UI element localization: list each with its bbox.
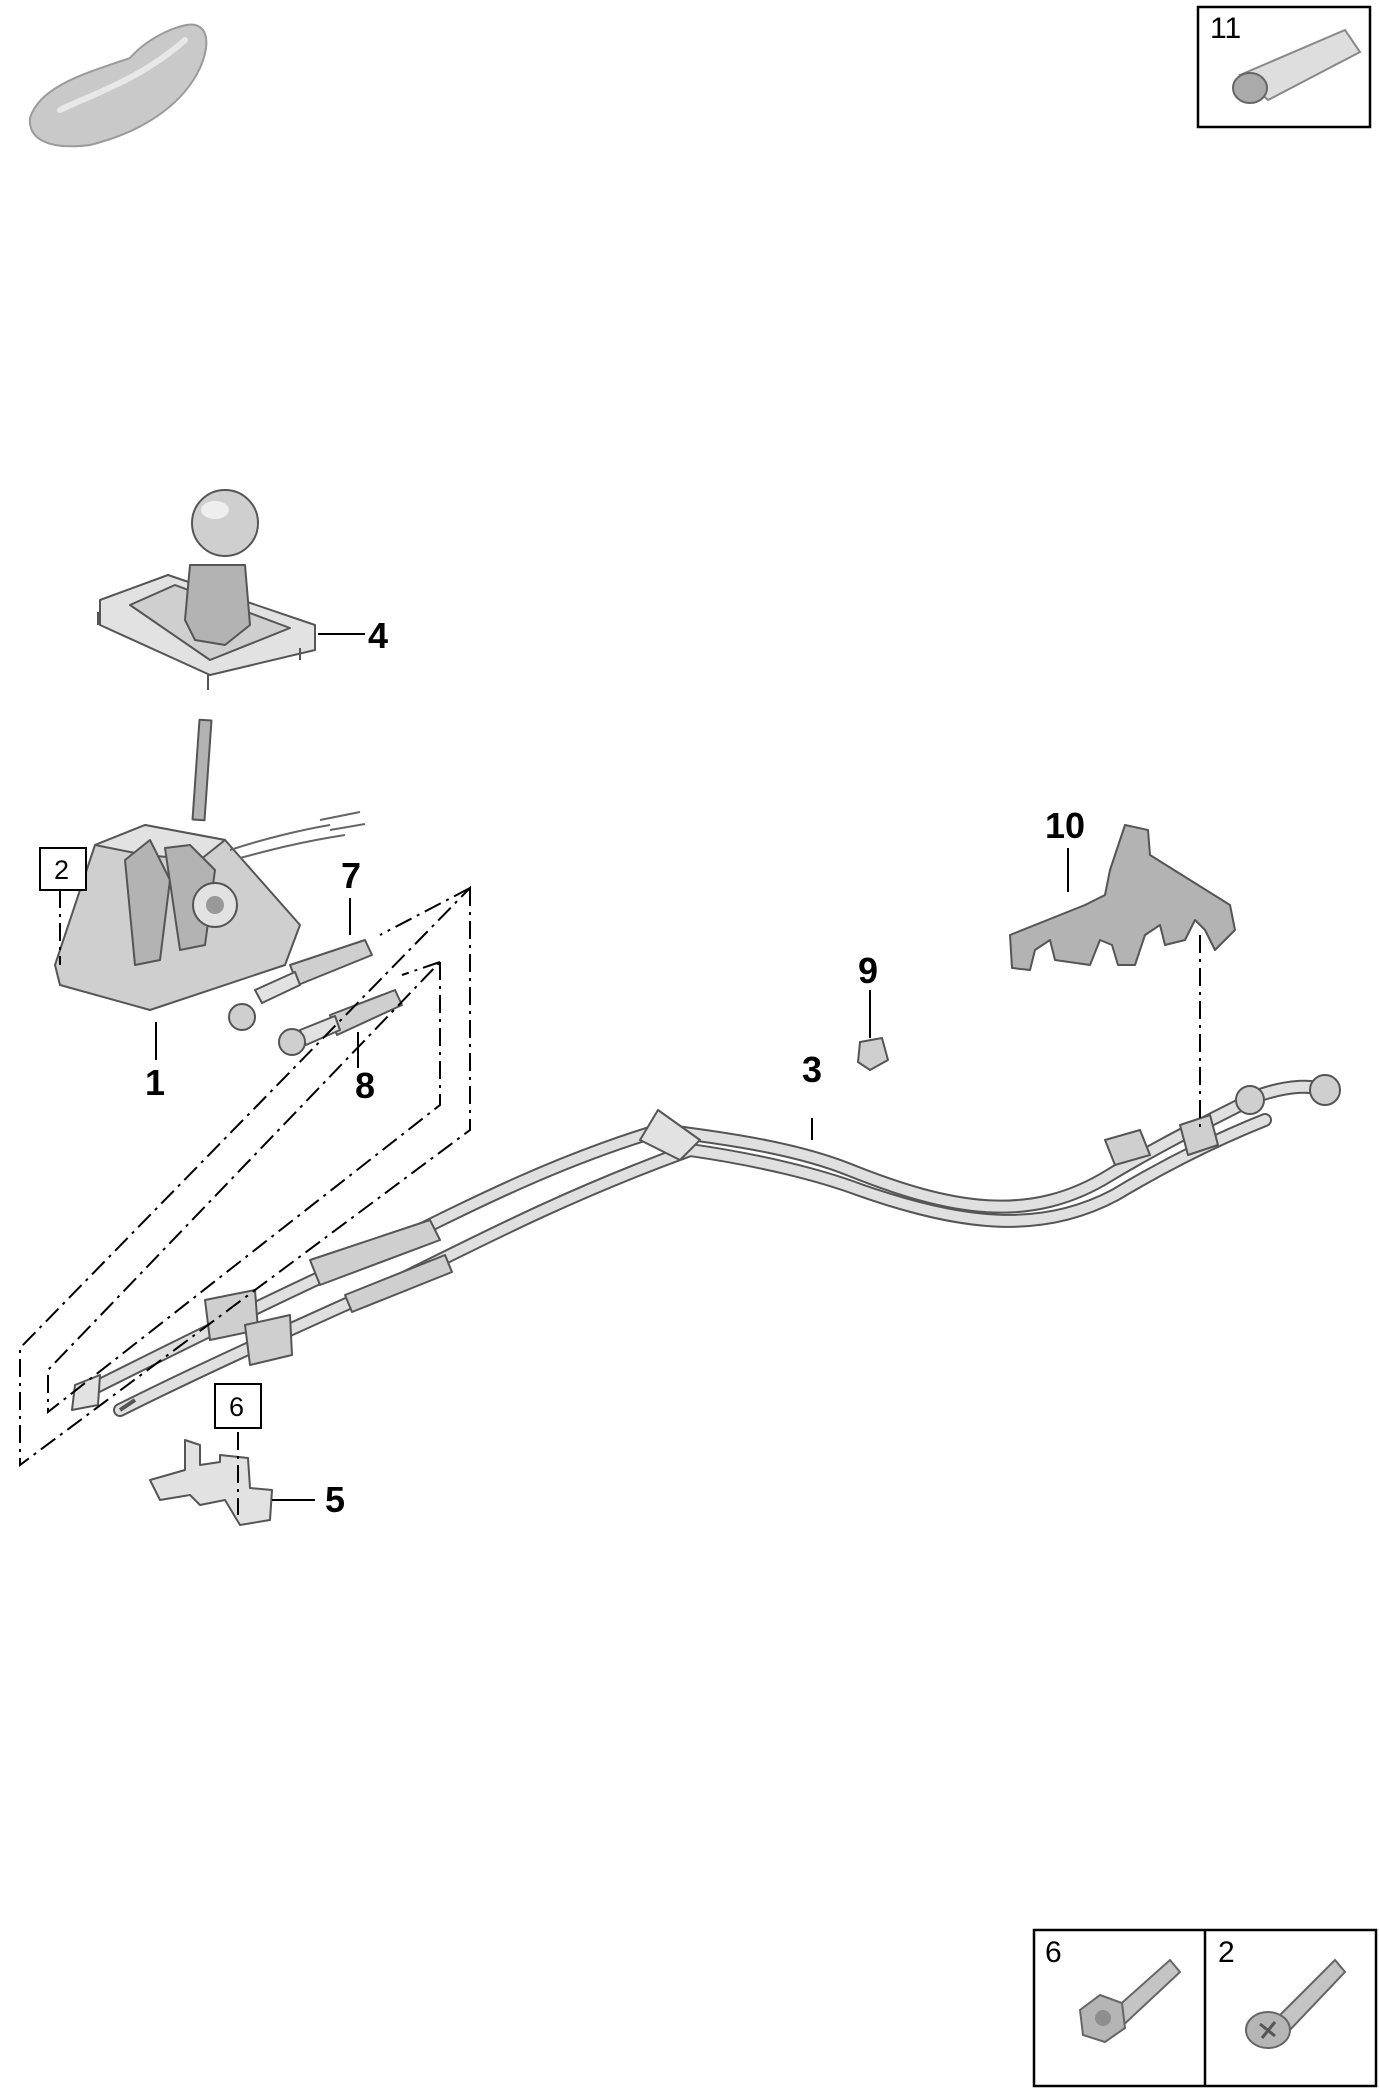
damper-rod-7 — [228, 939, 373, 1031]
callout-1: 1 — [145, 1062, 165, 1103]
callout-9: 9 — [858, 950, 878, 991]
callout-5: 5 — [325, 1479, 345, 1520]
callout-7: 7 — [341, 855, 361, 896]
damper-rod-8 — [278, 989, 403, 1056]
shift-cables — [71, 1074, 1341, 1417]
leader-lines — [59, 633, 1201, 1515]
inset-number-2: 2 — [1218, 1936, 1235, 1969]
boxed-ref-6-label: 6 — [229, 1392, 244, 1422]
boxed-ref-6: 6 — [214, 1383, 262, 1429]
callout-10: 10 — [1045, 805, 1085, 846]
cable-clamp-5 — [149, 1439, 273, 1526]
callout-3: 3 — [802, 1049, 822, 1090]
callout-4: 4 — [368, 615, 388, 656]
inset-box-bolts: 6 2 — [1032, 1928, 1378, 2088]
car-silhouette-icon — [28, 23, 208, 148]
callout-8: 8 — [355, 1065, 375, 1106]
hex-bolt-icon — [1078, 1958, 1182, 2044]
grease-tube-icon — [1232, 28, 1362, 104]
shifter-housing — [54, 718, 366, 1011]
boxed-ref-2: 2 — [39, 847, 87, 891]
bushing-9 — [857, 1037, 889, 1071]
inset-number-11: 11 — [1210, 12, 1241, 45]
shift-knob-boot — [97, 489, 316, 690]
inset-number-6: 6 — [1045, 1936, 1062, 1969]
inset-box-grease-tube: 11 — [1196, 5, 1372, 129]
assembly-outline — [19, 885, 471, 1467]
bracket-10 — [1009, 824, 1236, 971]
boxed-ref-2-label: 2 — [54, 855, 69, 885]
flange-bolt-icon — [1245, 1958, 1347, 2049]
